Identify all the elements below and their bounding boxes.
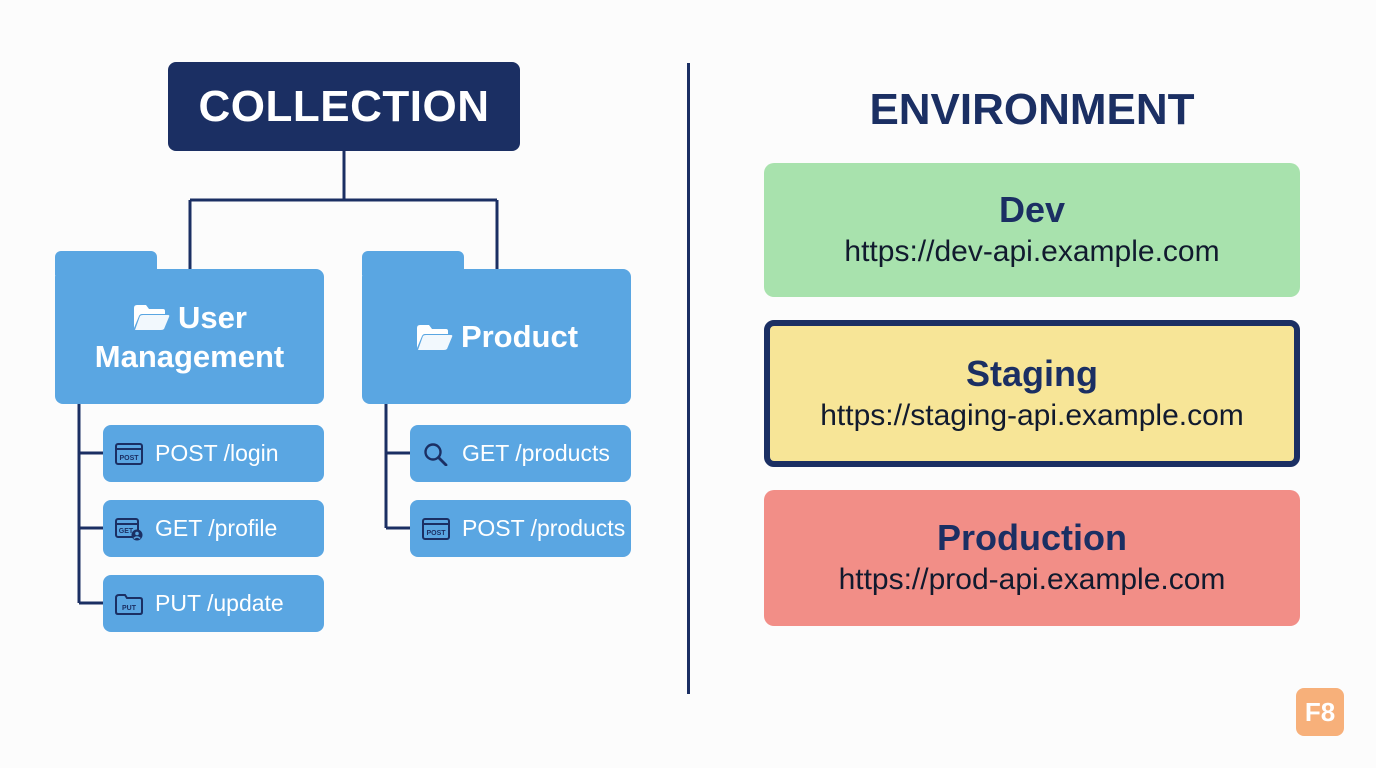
folder-body: User Management — [55, 269, 324, 404]
icon-badge-text: POST — [119, 455, 139, 462]
endpoint-post-products[interactable]: POST POST /products — [410, 500, 631, 557]
environment-name: Staging — [966, 352, 1098, 394]
environment-url: https://prod-api.example.com — [838, 563, 1226, 596]
icon-badge-text: GET — [119, 528, 134, 535]
user-management-tree-line — [77, 404, 103, 605]
folder-user-management[interactable]: User Management — [55, 251, 324, 404]
folder-title-line: Management — [94, 338, 285, 374]
environment-url: https://dev-api.example.com — [844, 235, 1220, 268]
endpoint-label: GET /profile — [155, 515, 278, 541]
collection-connector — [188, 151, 499, 270]
get-profile-icon: GET — [115, 517, 143, 540]
folder-body: Product — [362, 269, 631, 404]
endpoint-post-login[interactable]: POST POST /login — [103, 425, 324, 482]
post-icon: POST — [422, 517, 450, 540]
folder-title-line: User — [178, 299, 247, 335]
endpoint-get-products[interactable]: GET /products — [410, 425, 631, 482]
icon-badge-text: POST — [426, 530, 446, 537]
environment-name: Dev — [998, 189, 1066, 230]
environment-card-production[interactable]: Production https://prod-api.example.com — [764, 490, 1300, 626]
open-folder-icon — [134, 305, 170, 330]
environment-url: https://staging-api.example.com — [820, 398, 1244, 432]
environment-card-dev[interactable]: Dev https://dev-api.example.com — [764, 163, 1300, 297]
endpoint-label: GET /products — [462, 440, 610, 466]
folder-product[interactable]: Product — [362, 251, 631, 404]
put-icon: PUT — [115, 593, 143, 615]
endpoint-label: PUT /update — [155, 590, 284, 616]
open-folder-icon — [416, 324, 453, 350]
endpoint-put-update[interactable]: PUT PUT /update — [103, 575, 324, 632]
environment-card-staging[interactable]: Staging https://staging-api.example.com — [764, 320, 1300, 467]
section-divider — [687, 63, 690, 694]
environment-name: Production — [937, 517, 1127, 558]
post-icon: POST — [115, 442, 143, 465]
f8-logo-badge: F8 — [1296, 688, 1344, 736]
product-tree-line — [384, 404, 410, 530]
collection-title: COLLECTION — [168, 62, 520, 151]
folder-title-line: Product — [460, 319, 579, 354]
search-icon — [424, 442, 448, 466]
environment-title: ENVIRONMENT — [869, 85, 1195, 134]
endpoint-get-profile[interactable]: GET GET /profile — [103, 500, 324, 557]
endpoint-label: POST /login — [155, 440, 279, 466]
icon-badge-text: PUT — [122, 605, 137, 612]
endpoint-label: POST /products — [462, 515, 626, 541]
